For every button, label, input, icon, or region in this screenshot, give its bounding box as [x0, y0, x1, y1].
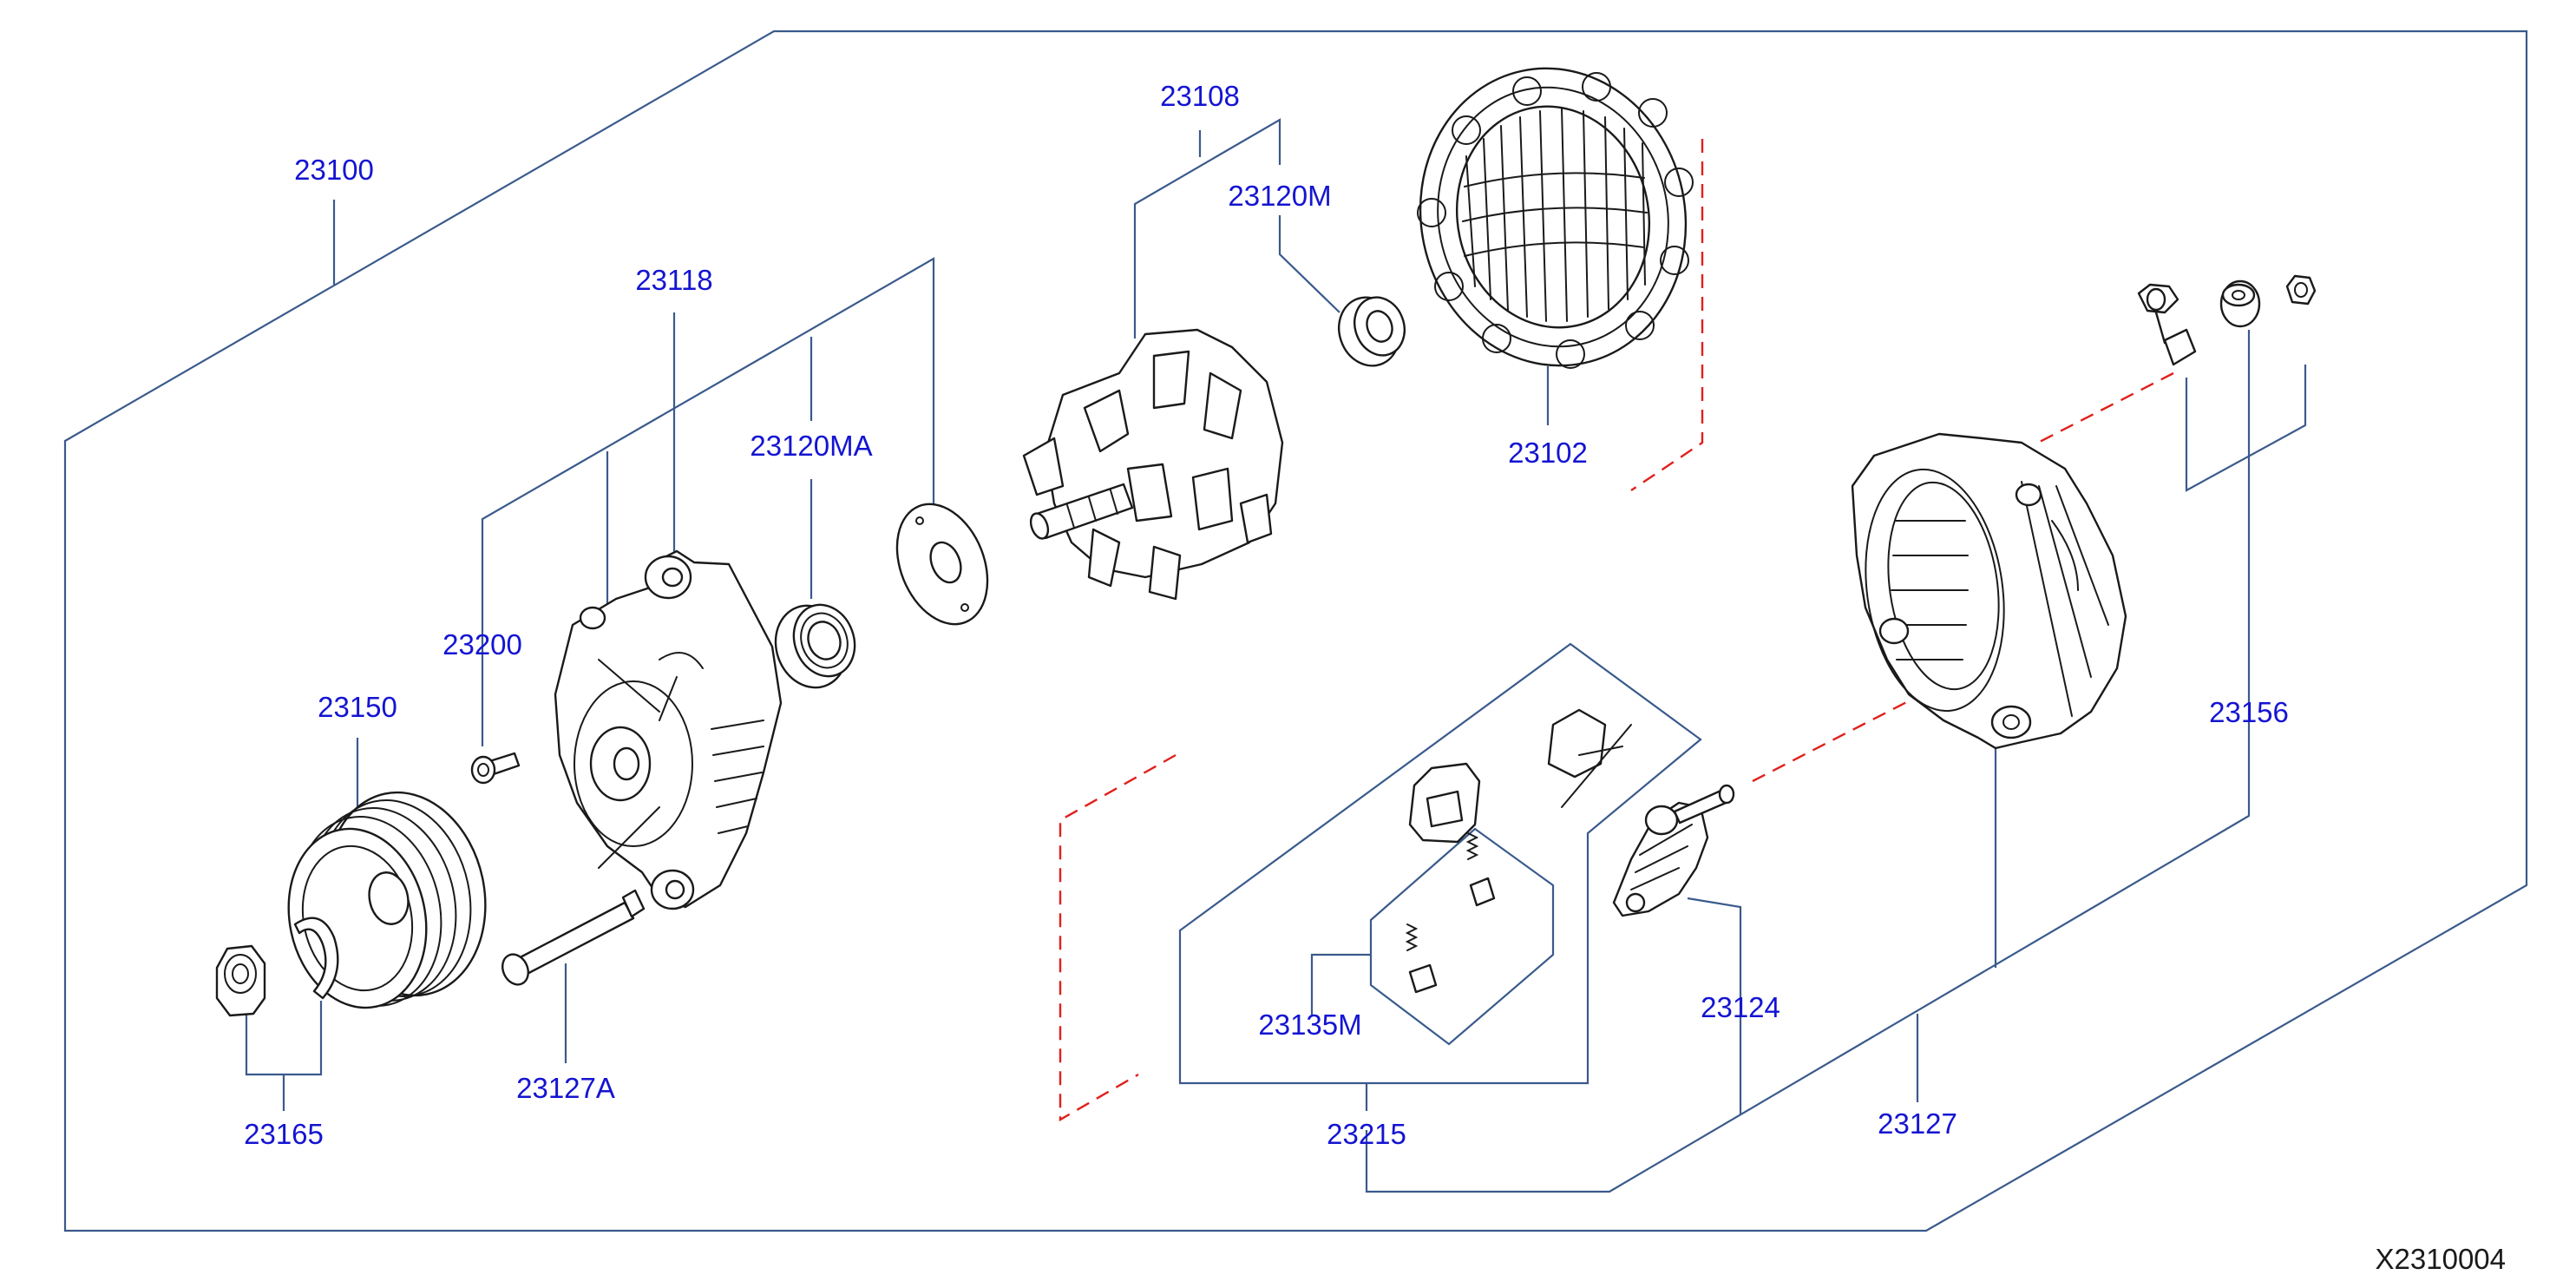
label-23156: 23156: [2209, 696, 2289, 728]
brush-set-icon: [1405, 832, 1496, 994]
front-cover-icon: [554, 549, 783, 910]
label-23124: 23124: [1701, 991, 1780, 1023]
label-23215: 23215: [1327, 1118, 1406, 1150]
label-23127a: 23127A: [516, 1072, 615, 1104]
rotor-icon: [1022, 328, 1284, 601]
rear-bearing-icon: [1338, 296, 1406, 367]
label-23100: 23100: [294, 154, 374, 186]
label-23120ma: 23120MA: [750, 430, 872, 462]
regulator-icon: [1408, 708, 1632, 844]
rectifier-icon: [1612, 784, 1735, 917]
label-23120m: 23120M: [1228, 180, 1331, 212]
spacer-icon: [293, 917, 339, 1000]
label-23200: 23200: [442, 628, 522, 660]
screw-icon: [470, 752, 521, 785]
terminal-bushing-icon: [2219, 279, 2261, 328]
retainer-plate-icon: [895, 503, 989, 626]
label-23150: 23150: [318, 691, 397, 723]
leader-lines: [63, 30, 2528, 1232]
label-23102: 23102: [1508, 437, 1588, 469]
terminal-insulator-icon: [2137, 283, 2197, 366]
label-23127: 23127: [1878, 1107, 1957, 1140]
phantom-lines: [1059, 139, 2174, 1122]
through-bolt-icon: [501, 889, 646, 986]
parts: [215, 67, 2317, 1017]
label-23135m: 23135M: [1258, 1009, 1361, 1041]
pulley-icon: [287, 791, 487, 1009]
label-23165: 23165: [244, 1118, 324, 1150]
part-labels: 23100 23118 23108 23120M 23120MA 23102 2…: [244, 80, 2289, 1150]
nut-icon: [215, 944, 266, 1017]
front-bearing-icon: [774, 603, 856, 689]
stator-icon: [1417, 67, 1694, 369]
rear-cover-icon: [1851, 432, 2127, 750]
label-23108: 23108: [1160, 80, 1240, 112]
terminal-nut-icon: [2285, 274, 2317, 306]
assembly-boundary: [63, 30, 2528, 1232]
reference-code: X2310004: [2376, 1243, 2506, 1275]
label-23118: 23118: [635, 264, 712, 296]
